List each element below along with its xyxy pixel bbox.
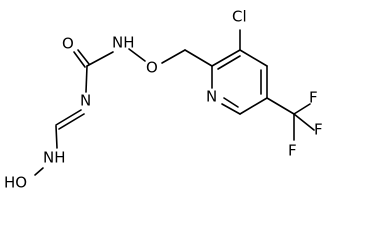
atom-label-n-pyridine: N: [206, 88, 217, 106]
atom-label-cl: Cl: [232, 8, 247, 26]
atom-label-ho: HO: [4, 174, 27, 192]
bond-cf3-f-right: [293, 113, 315, 131]
atom-label-nh-bottom: NH: [43, 149, 66, 167]
bond-ch-nh: [55, 125, 58, 149]
bond-nh-o: [128, 48, 146, 62]
bond-cf3-f-top: [293, 103, 311, 115]
bond-imine-double-a: [55, 109, 82, 126]
bond-nh-ho: [34, 167, 44, 176]
bond-ring-inner-c6-n: [223, 97, 239, 108]
bond-carbonyl-double-b: [77, 49, 90, 65]
bond-c5-cf3: [266, 97, 295, 115]
atom-label-n-imine: N: [80, 92, 91, 110]
bond-o-ch2: [161, 49, 186, 64]
bond-carbonyl-imine-n: [85, 65, 88, 93]
bond-carbonyl-nh: [86, 51, 114, 67]
bond-carbonyl-double-a: [73, 51, 86, 68]
bond-ring-c2-c3: [211, 49, 241, 67]
chemical-structure-diagram: Cl NH O O N N NH HO F F F: [4, 8, 323, 192]
bond-ring-c6-n: [221, 103, 241, 115]
bond-imine-double-b: [58, 113, 85, 130]
bond-ring-c3-c4: [239, 49, 268, 67]
bonds: [34, 29, 315, 176]
atom-labels: Cl NH O O N N NH HO F F F: [4, 8, 323, 192]
atom-label-f-bottom: F: [288, 142, 297, 160]
atom-label-nh-top: NH: [112, 34, 135, 52]
bond-ring-c5-c6: [239, 97, 268, 115]
bond-ch2-ring: [184, 49, 213, 67]
bond-ring-inner-c2-c3: [217, 55, 241, 70]
atom-label-f-top: F: [309, 89, 318, 107]
atom-label-o-carbonyl: O: [62, 35, 74, 53]
atom-label-o-ether: O: [146, 59, 158, 77]
atom-label-f-right: F: [314, 121, 323, 139]
